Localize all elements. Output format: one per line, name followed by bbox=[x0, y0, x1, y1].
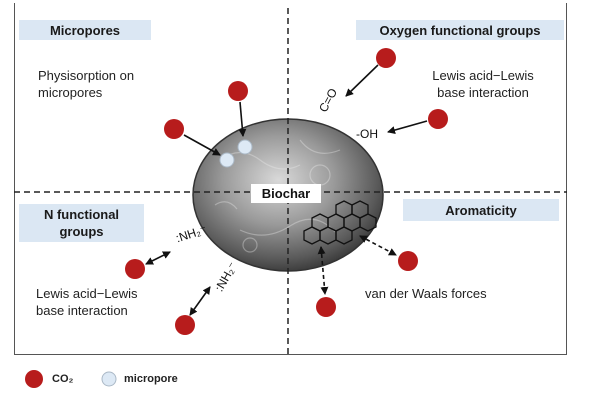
hydroxyl-group: -OH bbox=[356, 127, 378, 141]
micropore-circle bbox=[219, 152, 235, 168]
n-groups-label: N functional groups bbox=[19, 204, 144, 242]
co2-molecule bbox=[398, 251, 418, 271]
diagram-frame bbox=[14, 3, 567, 355]
arrow bbox=[183, 134, 221, 156]
legend-micropore-symbol bbox=[101, 371, 117, 387]
legend-co2-label: CO₂ bbox=[52, 373, 74, 385]
micropores-description: Physisorption on micropores bbox=[38, 68, 135, 100]
oxygen-groups-description: Lewis acid−Lewis base interaction bbox=[432, 68, 534, 100]
co2-molecule bbox=[428, 109, 448, 129]
co2-molecule bbox=[316, 297, 336, 317]
co2-molecule bbox=[175, 315, 195, 335]
oxygen-groups-label: Oxygen functional groups bbox=[356, 20, 564, 40]
arrow bbox=[387, 120, 428, 134]
aromatic-rings bbox=[303, 200, 377, 245]
micropore-circle bbox=[237, 139, 253, 155]
aromaticity-label: Aromaticity bbox=[403, 199, 559, 221]
aromaticity-description: van der Waals forces bbox=[365, 286, 487, 301]
legend-micropore-label: micropore bbox=[124, 373, 178, 385]
co2-molecule bbox=[228, 81, 248, 101]
dashed-double-arrow bbox=[317, 246, 329, 295]
biochar-texture bbox=[214, 139, 341, 253]
biochar-label: Biochar bbox=[251, 184, 321, 203]
arrow bbox=[345, 64, 379, 97]
n-groups-description: Lewis acid−Lewis base interaction bbox=[36, 286, 138, 318]
double-arrow bbox=[145, 251, 171, 265]
co2-molecule bbox=[125, 259, 145, 279]
legend-co2-symbol bbox=[25, 370, 43, 388]
micropores-label: Micropores bbox=[19, 20, 151, 40]
co2-molecule bbox=[164, 119, 184, 139]
arrow bbox=[238, 101, 247, 137]
double-arrow bbox=[189, 286, 211, 316]
co2-molecule bbox=[376, 48, 396, 68]
